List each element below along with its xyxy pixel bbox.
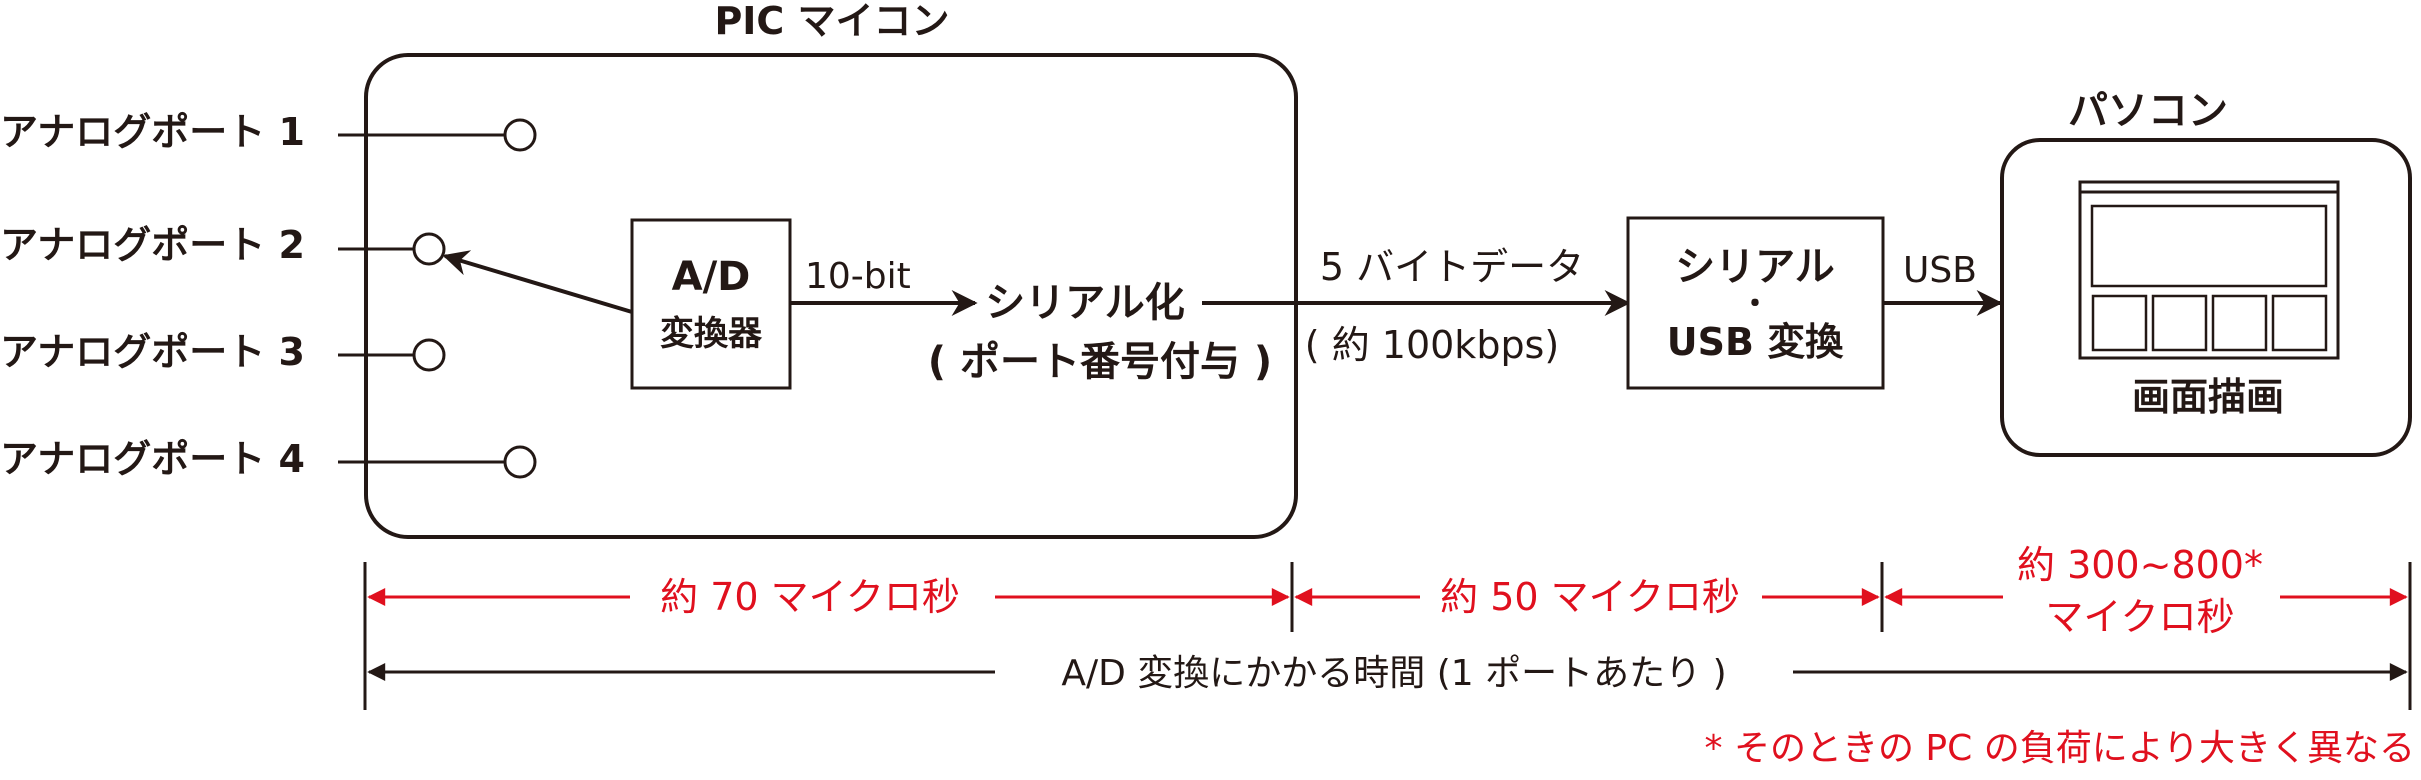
timing-ticks (363, 562, 2412, 710)
serializer-line2: ( ポート番号付与 ) (928, 339, 1272, 385)
usb-label: USB (1903, 250, 1977, 291)
timing-total-label: A/D 変換にかかる時間 (1 ポートあたり ) (1061, 653, 1726, 694)
port-4: アナログポート 4 (0, 437, 537, 481)
timing-segment-2-label: 約 50 マイクロ秒 (1440, 575, 1740, 619)
port-1-terminal (503, 118, 537, 152)
port-1-label: アナログポート 1 (0, 110, 305, 154)
timing-segment-2: 約 50 マイクロ秒 (1294, 575, 1880, 619)
selector-arrow (442, 250, 633, 314)
usb-converter-line1: シリアル (1675, 244, 1835, 290)
adc-label-line1: A/D (672, 254, 751, 300)
bits-label: 10-bit (805, 256, 911, 297)
timing-segment-3-label-line1: 約 300~800* (2017, 543, 2263, 587)
serializer-line1: シリアル化 (985, 280, 1185, 326)
adc-box (630, 218, 792, 390)
pc-caption: 画面描画 (2132, 375, 2284, 419)
usb-converter-line2: ・ (1740, 287, 1770, 322)
mcu-box (364, 53, 1298, 539)
pc-box (2000, 138, 2412, 457)
port-4-terminal (503, 445, 537, 479)
usb-converter-box (1626, 216, 1885, 390)
timing-footnote: * そのときの PC の負荷により大きく異なる (1705, 728, 2415, 769)
timing-segment-1: 約 70 マイクロ秒 (367, 575, 1290, 619)
timing-total: A/D 変換にかかる時間 (1 ポートあたり ) (367, 653, 2408, 694)
port-4-label: アナログポート 4 (0, 437, 305, 481)
pc-title: パソコン (2068, 88, 2228, 134)
port-1: アナログポート 1 (0, 110, 537, 154)
port-3: アナログポート 3 (0, 330, 446, 374)
data-label-line1: 5 バイトデータ (1320, 245, 1584, 289)
monitor-icon (2078, 180, 2340, 360)
port-3-label: アナログポート 3 (0, 330, 305, 374)
port-2: アナログポート 2 (0, 223, 446, 267)
mcu-title: PIC マイコン (714, 0, 949, 43)
adc-label-line2: 変換器 (660, 314, 763, 354)
port-3-terminal (412, 338, 446, 372)
port-2-label: アナログポート 2 (0, 223, 305, 267)
port-2-terminal (412, 232, 446, 266)
timing-segment-1-label: 約 70 マイクロ秒 (660, 575, 960, 619)
data-label-line2: ( 約 100kbps) (1305, 323, 1559, 367)
timing-segment-3: 約 300~800* マイクロ秒 (1884, 543, 2408, 639)
usb-converter-line3: USB 変換 (1667, 320, 1844, 364)
timing-segment-3-label-line2: マイクロ秒 (2045, 595, 2234, 639)
